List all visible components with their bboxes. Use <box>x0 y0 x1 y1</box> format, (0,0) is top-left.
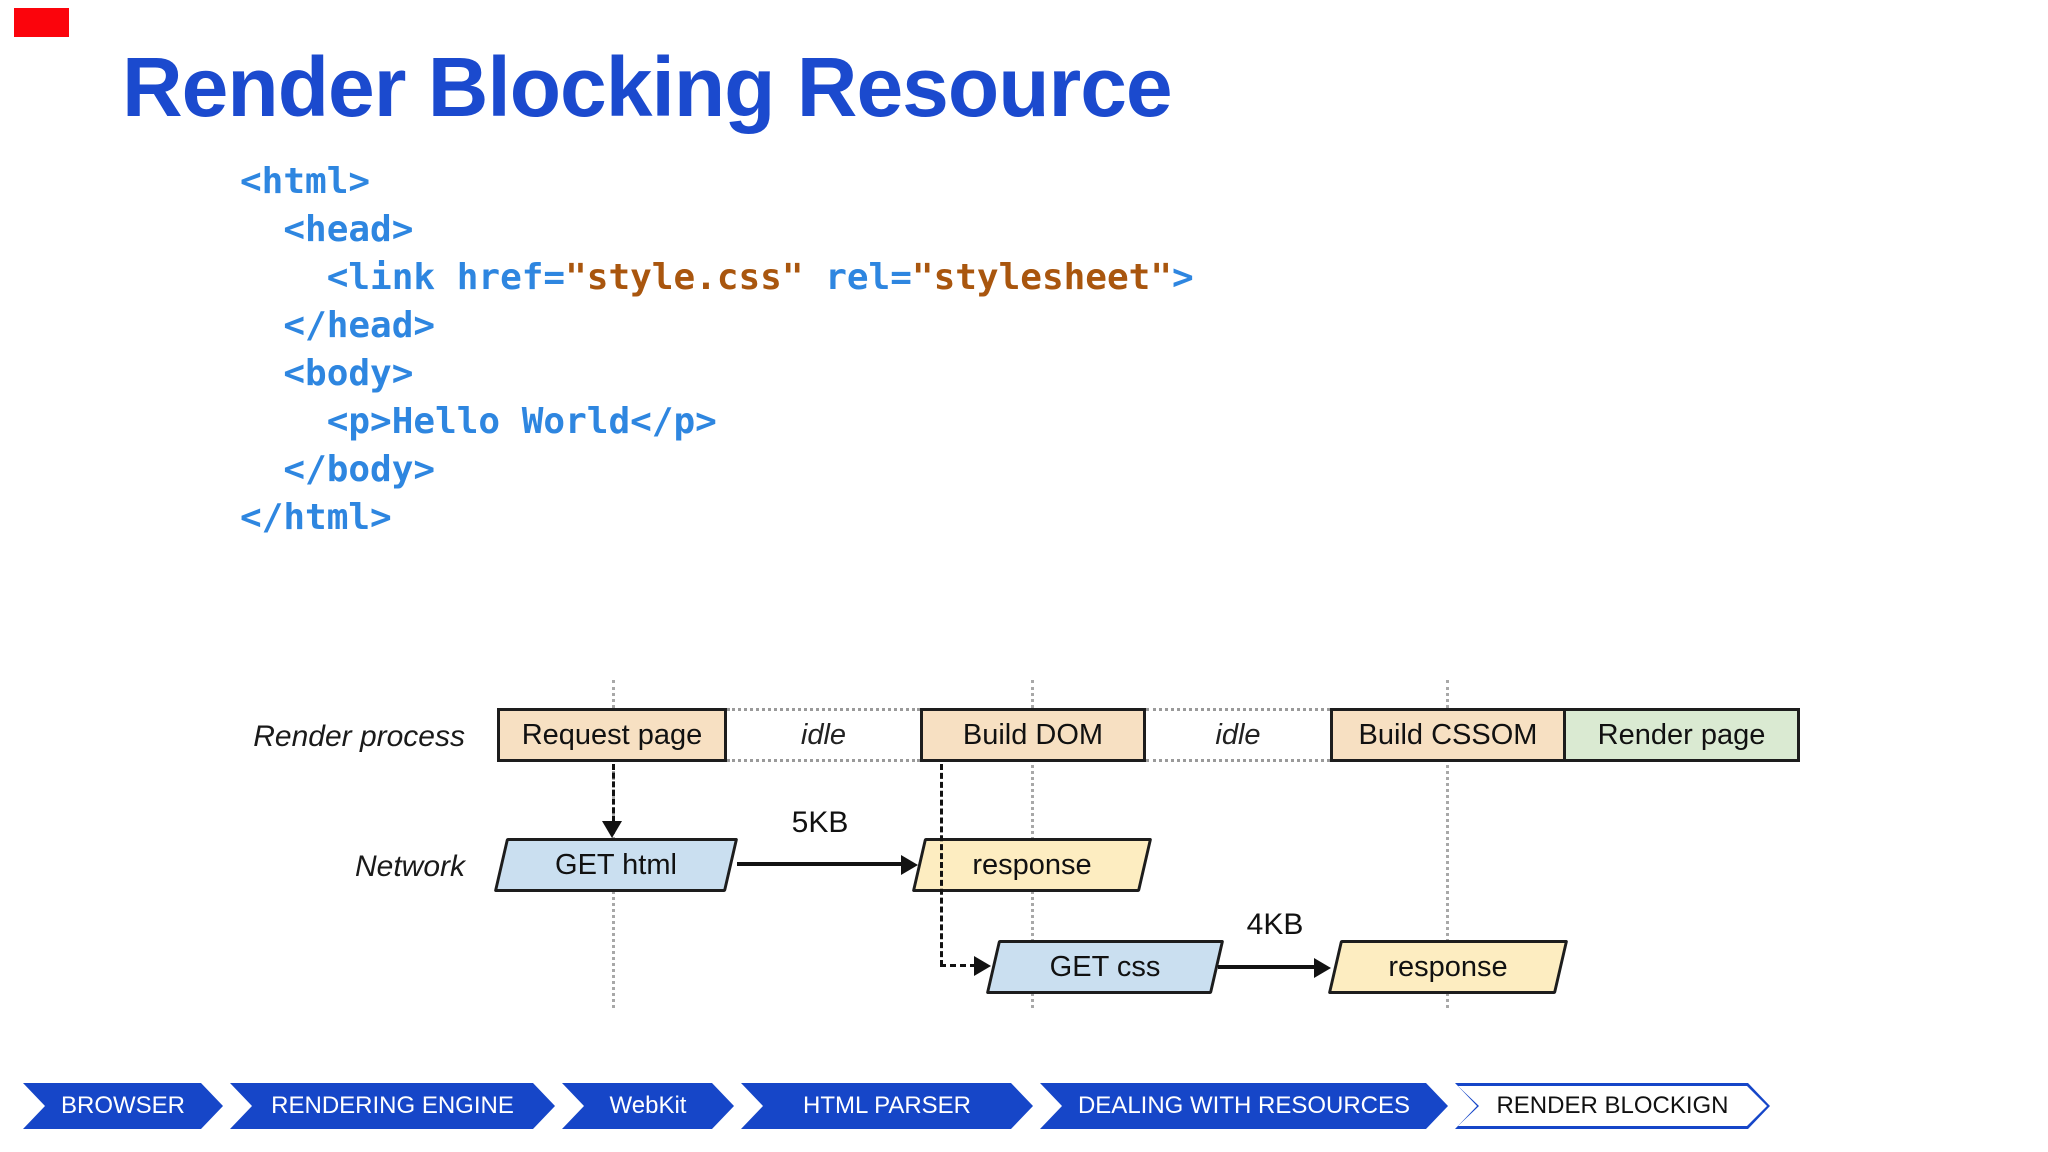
page-title: Render Blocking Resource <box>122 40 1173 134</box>
network-shape-response-css: response <box>1327 940 1569 994</box>
row-label-network: Network <box>354 850 465 883</box>
network-shape-get-css: GET css <box>985 940 1225 994</box>
code-line: </body> <box>240 446 1194 494</box>
code-line: <p>Hello World</p> <box>240 398 1194 446</box>
code-token: </html> <box>240 497 392 538</box>
code-token: > <box>1172 257 1194 298</box>
dependency-line <box>940 964 976 967</box>
transfer-size-5kb: 5KB <box>791 806 849 839</box>
idle-label: idle <box>1215 718 1261 751</box>
code-line: <body> <box>240 350 1194 398</box>
nav-item-rendering-engine[interactable]: RENDERING ENGINE <box>230 1083 555 1129</box>
code-token: <body> <box>240 353 414 394</box>
nav-item-browser[interactable]: BROWSER <box>23 1083 223 1129</box>
network-shape-response-html: response <box>911 838 1153 892</box>
code-token: </body> <box>240 449 436 490</box>
code-line: <head> <box>240 206 1194 254</box>
nav-item-inner <box>1458 1086 1767 1126</box>
code-token: rel= <box>803 257 912 298</box>
dependency-line <box>612 764 615 822</box>
code-token: "stylesheet" <box>911 257 1172 298</box>
nav-item-dealing-with-resources[interactable]: DEALING WITH RESOURCES <box>1040 1083 1448 1129</box>
recording-marker <box>14 8 69 37</box>
nav-item-label: RENDER BLOCKIGN <box>1496 1092 1729 1119</box>
code-snippet: <html> <head> <link href="style.css" rel… <box>240 158 1194 542</box>
nav-item-label: HTML PARSER <box>802 1092 972 1119</box>
idle-band: idle <box>727 708 920 762</box>
code-line: <link href="style.css" rel="stylesheet"> <box>240 254 1194 302</box>
idle-band: idle <box>1146 708 1330 762</box>
arrowhead-right-icon <box>901 855 918 875</box>
row-label-render-process: Render process <box>253 720 465 753</box>
dependency-line <box>940 764 943 966</box>
nav-item-render-blockign[interactable]: RENDER BLOCKIGN <box>1455 1083 1770 1129</box>
process-box-request-page: Request page <box>497 708 727 762</box>
code-token: </head> <box>240 305 436 346</box>
code-line: </head> <box>240 302 1194 350</box>
nav-item-label: BROWSER <box>60 1092 185 1119</box>
transfer-arrow-line <box>737 862 907 866</box>
code-token: <html> <box>240 161 371 202</box>
timeline-gridline <box>1446 680 1449 1008</box>
nav-item-label: WebKit <box>609 1092 687 1119</box>
transfer-size-4kb: 4KB <box>1246 908 1304 941</box>
nav-item-webkit[interactable]: WebKit <box>562 1083 734 1129</box>
code-token: "style.css" <box>565 257 804 298</box>
nav-item-label: DEALING WITH RESOURCES <box>1077 1092 1411 1119</box>
arrowhead-right-icon <box>1314 958 1331 978</box>
network-shape-get-html: GET html <box>493 838 739 892</box>
process-box-render-page: Render page <box>1563 708 1800 762</box>
nav-item-html-parser[interactable]: HTML PARSER <box>741 1083 1033 1129</box>
process-box-build-cssom: Build CSSOM <box>1330 708 1566 762</box>
idle-label: idle <box>800 718 847 751</box>
transfer-arrow-line <box>1218 965 1318 969</box>
process-box-build-dom: Build DOM <box>920 708 1146 762</box>
code-token: <head> <box>240 209 414 250</box>
nav-item-label: RENDERING ENGINE <box>271 1092 514 1119</box>
code-token: <p>Hello World</p> <box>240 401 717 442</box>
breadcrumb-nav: BROWSER RENDERING ENGINE WebKit HTML PARSER… <box>23 1083 1770 1129</box>
code-line: </html> <box>240 494 1194 542</box>
code-token: <link href= <box>240 257 566 298</box>
arrowhead-down-icon <box>602 821 622 838</box>
code-line: <html> <box>240 158 1194 206</box>
arrowhead-right-icon <box>974 956 991 976</box>
